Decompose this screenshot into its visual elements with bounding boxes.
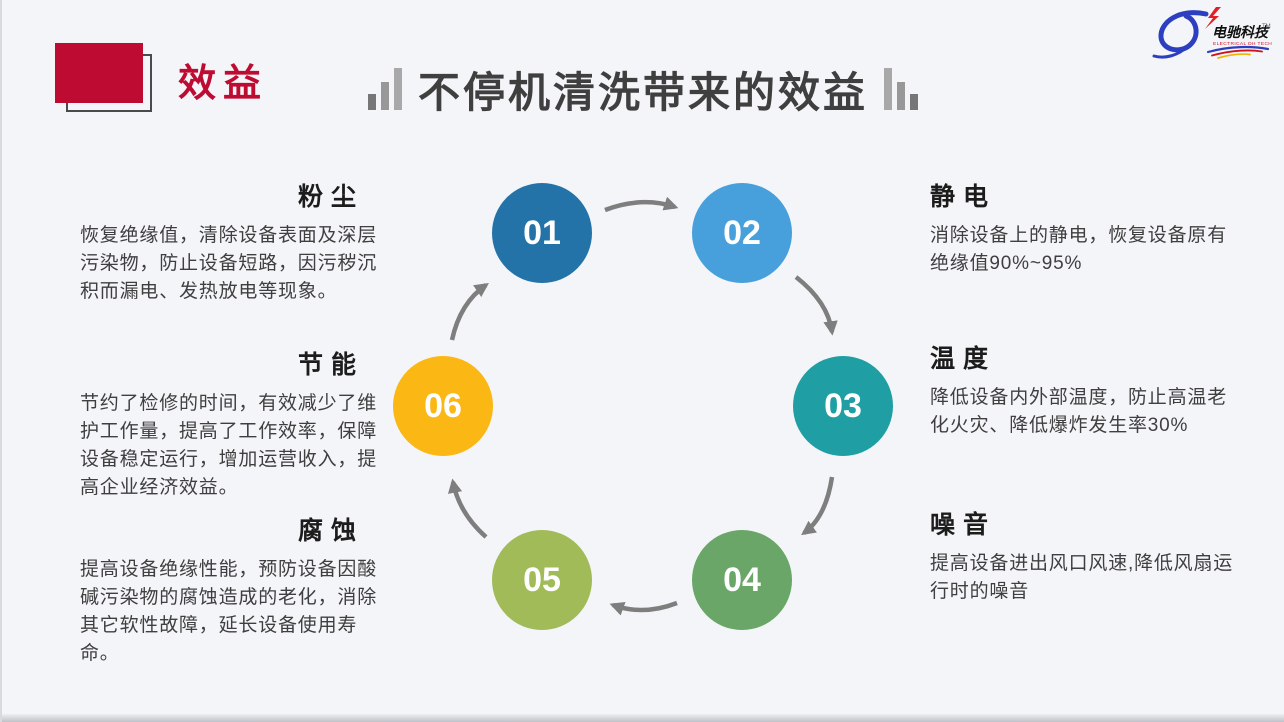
step-number: 06 xyxy=(424,386,462,425)
cycle-diagram: 01 02 03 04 05 06 xyxy=(382,160,902,640)
benefit-heading: 腐蚀 xyxy=(297,517,364,545)
arrow-05-06 xyxy=(447,478,488,539)
benefit-body: 恢复绝缘值，清除设备表面及深层污染物，防止设备短路，因污秽沉积而漏电、发热放电等… xyxy=(80,225,378,302)
arrow-02-03 xyxy=(794,275,838,336)
cycle-step-04: 04 xyxy=(692,530,792,630)
logo-underline-blue xyxy=(1206,45,1270,54)
step-number: 02 xyxy=(723,213,761,252)
logo-underline-red xyxy=(1211,49,1263,57)
cycle-step-02: 02 xyxy=(692,183,792,283)
benefit-block-dust: 粉尘 恢复绝缘值，清除设备表面及深层污染物，防止设备短路，因污秽沉积而漏电、发热… xyxy=(80,180,394,306)
logo-brand-text: 电驰科技 xyxy=(1212,24,1270,41)
lightning-icon xyxy=(1205,7,1221,29)
benefit-block-noise: 噪音 提高设备进出风口风速,降低风扇运行时的噪音 xyxy=(930,508,1244,606)
benefit-body: 提高设备绝缘性能，预防设备因酸碱污染物的腐蚀造成的老化，消除其它软性故障，延长设… xyxy=(80,559,378,664)
benefit-heading: 节能 xyxy=(297,351,364,379)
logo-subtitle: ELECTRICAL DH TECHNOLOGY xyxy=(1213,41,1272,47)
benefit-heading: 噪音 xyxy=(930,511,997,539)
benefit-block-temperature: 温度 降低设备内外部温度，防止高温老化火灾、降低爆炸发生率30% xyxy=(930,342,1244,440)
arrow-01-02 xyxy=(604,196,679,213)
step-number: 03 xyxy=(824,386,862,425)
benefit-body: 消除设备上的静电，恢复设备原有绝缘值90%~95% xyxy=(930,225,1228,274)
benefit-body: 节约了检修的时间，有效减少了维护工作量，提高了工作效率，保障设备稳定运行，增加运… xyxy=(80,393,378,498)
page-title: 不停机清洗带来的效益 xyxy=(417,69,868,116)
cycle-step-05: 05 xyxy=(492,530,592,630)
benefit-heading: 静电 xyxy=(930,183,997,211)
benefit-block-static: 静电 消除设备上的静电，恢复设备原有绝缘值90%~95% xyxy=(930,180,1244,278)
logo-underline-yellow xyxy=(1217,53,1251,59)
benefit-heading: 温度 xyxy=(930,345,997,373)
logo-swoosh xyxy=(1158,10,1209,53)
step-number: 04 xyxy=(723,560,761,599)
benefit-heading: 粉尘 xyxy=(297,183,364,211)
arrow-06-01 xyxy=(449,282,489,341)
section-label: 效益 xyxy=(178,63,269,105)
cycle-step-03: 03 xyxy=(793,356,893,456)
cycle-step-06: 06 xyxy=(393,356,493,456)
step-number: 01 xyxy=(523,213,561,252)
bars-left-icon xyxy=(367,68,402,111)
benefit-body: 提高设备进出风口风速,降低风扇运行时的噪音 xyxy=(930,553,1234,602)
cycle-step-01: 01 xyxy=(492,183,592,283)
benefit-body: 降低设备内外部温度，防止高温老化火灾、降低爆炸发生率30% xyxy=(930,387,1228,436)
benefit-block-corrosion: 腐蚀 提高设备绝缘性能，预防设备因酸碱污染物的腐蚀造成的老化，消除其它软性故障，… xyxy=(80,514,394,668)
company-logo: 电驰科技 TM ELECTRICAL DH TECHNOLOGY xyxy=(1150,6,1284,62)
step-number: 05 xyxy=(523,560,561,599)
benefit-block-energy: 节能 节约了检修的时间，有效减少了维护工作量，提高了工作效率，保障设备稳定运行，… xyxy=(80,348,394,502)
logo-trademark: TM xyxy=(1262,24,1271,30)
logo-graphic: 电驰科技 TM ELECTRICAL DH TECHNOLOGY xyxy=(1152,7,1284,59)
bars-right-icon xyxy=(884,68,918,111)
title-row: 不停机清洗带来的效益 xyxy=(2,68,1284,118)
arrow-03-04 xyxy=(801,476,835,536)
arrow-04-05 xyxy=(609,600,678,616)
slide-edge-shadow xyxy=(2,714,1284,722)
accent-red-box xyxy=(55,43,143,103)
